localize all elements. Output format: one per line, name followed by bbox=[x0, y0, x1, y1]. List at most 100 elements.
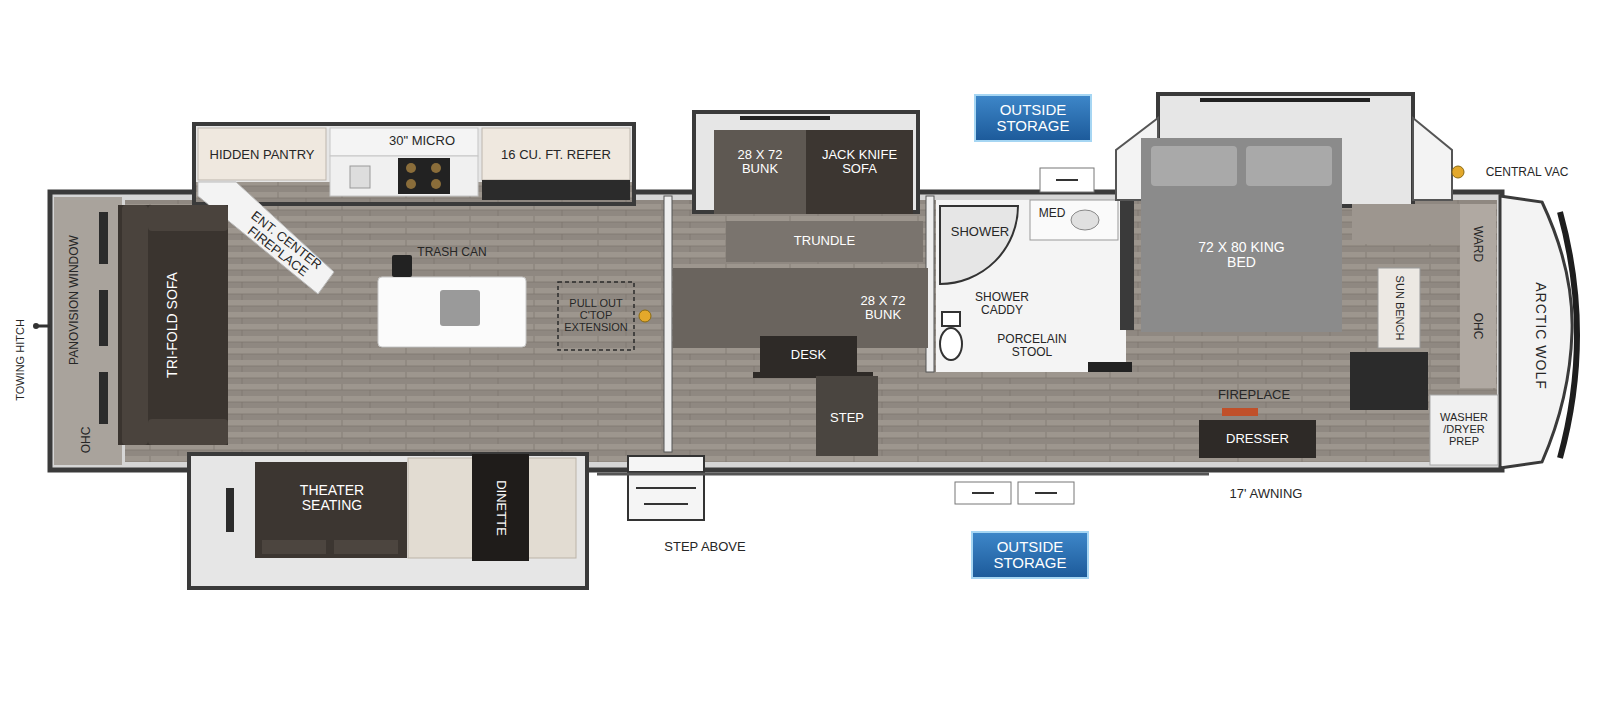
plan-label: SHOWER CADDY bbox=[967, 291, 1037, 317]
node-label: DINETTE bbox=[493, 480, 507, 536]
node-label: 72 X 80 KING BED bbox=[1197, 240, 1287, 270]
bathroom-shape bbox=[942, 312, 960, 326]
kitchen-slide-shape bbox=[431, 163, 441, 173]
bathroom-shape bbox=[940, 206, 1018, 284]
plan-label: HIDDEN PANTRY bbox=[207, 148, 317, 162]
plan-label: 17' AWNING bbox=[1230, 487, 1303, 501]
living-slide-shape bbox=[334, 540, 398, 554]
plan-label: STEP bbox=[830, 411, 864, 425]
plan-label: TRASH CAN bbox=[417, 246, 486, 259]
bunk-room-shape bbox=[816, 376, 878, 456]
kitchen-slide-shape bbox=[330, 156, 478, 196]
storage-compartment bbox=[955, 168, 1094, 504]
node-label: TRUNDLE bbox=[794, 234, 855, 248]
kitchen-slide-shape bbox=[330, 128, 478, 156]
kitchen-island-shape bbox=[392, 255, 412, 277]
bathroom bbox=[936, 198, 1134, 372]
bedroom-shape bbox=[1430, 395, 1498, 465]
kitchen-slide-shape bbox=[198, 128, 326, 180]
bedroom-shape bbox=[1378, 268, 1420, 348]
plan-label: TOWING HITCH bbox=[15, 319, 27, 401]
front-wall-shape bbox=[99, 372, 108, 424]
front-wall bbox=[54, 197, 122, 465]
body-shell-shape bbox=[33, 323, 39, 329]
plan-label: FIREPLACE bbox=[1218, 388, 1290, 402]
storage-compartment-shape bbox=[1035, 492, 1057, 494]
trundle: TRUNDLE bbox=[726, 221, 923, 262]
entry-steps-shape bbox=[636, 487, 696, 489]
plan-label: PORCELAIN STOOL bbox=[987, 333, 1077, 359]
front-wall-shape bbox=[99, 212, 108, 264]
node-label: JACK KNIFE SOFA bbox=[815, 148, 905, 176]
node-label: OUTSIDE STORAGE bbox=[980, 539, 1080, 571]
bedroom-shape bbox=[1350, 352, 1428, 410]
kitchen-slide-shape bbox=[482, 128, 630, 180]
kitchen-island-shape bbox=[378, 277, 526, 347]
entry-steps bbox=[597, 456, 1209, 520]
king-bed: 72 X 80 KING BED bbox=[1141, 138, 1342, 332]
kitchen-slide-shape bbox=[350, 166, 370, 188]
node-label: 28 X 72 BUNK bbox=[852, 294, 914, 322]
kitchen-island bbox=[378, 255, 651, 350]
bedroom-shape bbox=[1460, 204, 1496, 388]
node-label: OUTSIDE STORAGE bbox=[983, 102, 1083, 134]
node-label: 28 X 72 BUNK bbox=[725, 148, 795, 176]
storage-compartment-shape bbox=[1040, 168, 1094, 192]
plan-label: CENTRAL VAC bbox=[1486, 166, 1569, 179]
bunk-bed: 28 X 72 BUNK bbox=[714, 130, 806, 214]
plan-label: THEATER SEATING bbox=[276, 483, 388, 513]
sofa: TRI-FOLD SOFA bbox=[118, 205, 228, 445]
node-label: TRI-FOLD SOFA bbox=[165, 272, 180, 378]
bedroom-shape bbox=[1200, 98, 1370, 102]
bedroom-shape bbox=[1452, 166, 1464, 178]
plan-label: WARD bbox=[1472, 226, 1485, 262]
kitchen-slide-shape bbox=[406, 163, 416, 173]
body-shell-shape bbox=[1560, 212, 1577, 458]
bunk-room-shape bbox=[664, 196, 672, 452]
cushion bbox=[148, 419, 228, 445]
storage-compartment-shape bbox=[1056, 179, 1078, 181]
cushion bbox=[1246, 146, 1332, 186]
living-slide-shape bbox=[255, 462, 407, 558]
cushion bbox=[148, 205, 228, 231]
kitchen-slide-shape bbox=[482, 180, 630, 200]
entry-steps-shape bbox=[644, 503, 688, 505]
storage-badge: OUTSIDE STORAGE bbox=[974, 94, 1092, 142]
kitchen-island-shape bbox=[440, 290, 480, 326]
plan-label: ARCTIC WOLF bbox=[1532, 282, 1547, 389]
node-label: DRESSER bbox=[1226, 432, 1289, 446]
entry-steps-shape bbox=[597, 473, 1209, 476]
storage-compartment-shape bbox=[1018, 482, 1074, 504]
bathroom-shape bbox=[1088, 362, 1132, 372]
bedroom bbox=[1116, 94, 1498, 465]
kitchen-slide-shape bbox=[431, 179, 441, 189]
plan-label: OHC bbox=[80, 427, 93, 454]
bathroom-shape bbox=[936, 200, 1126, 372]
plan-label: WASHER /DRYER PREP bbox=[1431, 412, 1497, 448]
living-slide-shape bbox=[189, 454, 587, 588]
plan-label: STEP ABOVE bbox=[664, 540, 745, 554]
kitchen-slide bbox=[194, 124, 634, 294]
plan-label: OHC bbox=[1472, 313, 1485, 340]
node-label: DESK bbox=[791, 348, 826, 362]
bunk-room bbox=[664, 112, 934, 456]
dresser: DRESSER bbox=[1199, 420, 1316, 458]
kitchen-island-shape bbox=[558, 282, 634, 350]
entry-steps-shape bbox=[628, 456, 704, 520]
plan-label: SHOWER bbox=[951, 225, 1010, 239]
kitchen-island-shape bbox=[639, 310, 651, 322]
living-slide-shape bbox=[262, 540, 326, 554]
cushion bbox=[1151, 146, 1237, 186]
living-slide-shape bbox=[226, 488, 234, 532]
dinette-table: DINETTE bbox=[472, 454, 529, 561]
storage-compartment-shape bbox=[955, 482, 1011, 504]
kitchen-slide-shape bbox=[406, 179, 416, 189]
bedroom-shape bbox=[1352, 204, 1460, 244]
plan-label: 30" MICRO bbox=[389, 134, 455, 148]
bathroom-shape bbox=[1120, 198, 1134, 330]
body-shell-shape bbox=[1500, 196, 1572, 468]
plan-label: PANOVISION WINDOW bbox=[68, 235, 81, 365]
desk: DESK bbox=[760, 336, 857, 374]
storage-badge: OUTSIDE STORAGE bbox=[971, 531, 1089, 579]
